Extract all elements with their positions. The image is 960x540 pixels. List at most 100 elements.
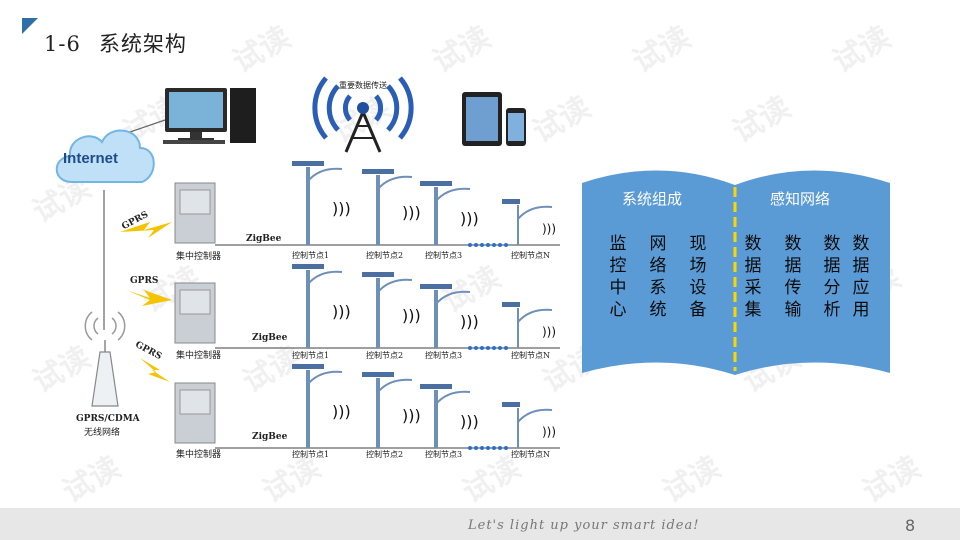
network-label-line2: 无线网络 [84,428,121,438]
solar-panel [292,161,324,166]
book-column: 现场设备 [689,234,707,320]
connection-lines [103,119,560,449]
internet-cloud-icon [55,129,155,183]
light-arm [435,290,471,305]
gprs-signal-icons [120,222,172,382]
watermark-text: 试读 [827,19,897,81]
node-label: 控制节点2 [366,351,404,360]
book-column: 网络系统 [649,234,667,320]
ellipsis-dot [468,346,472,350]
gprs-label-2: GPRS [130,276,159,286]
book-right-header: 感知网络 [770,190,831,208]
signal-wave-icon: ))) [460,412,479,431]
ellipsis-dot [474,446,478,450]
footer-bar [0,508,960,540]
signal-wave-icon: ))) [402,306,421,325]
signal-wave-icon: ))) [402,406,421,425]
section-number: 1-6 [44,32,81,56]
ellipsis-dot [504,446,508,450]
signal-wave-icon: ))) [542,425,556,439]
ellipsis-dot [504,243,508,247]
ellipsis-dot [498,446,502,450]
network-label-line1: GPRS/CDMA [76,414,140,424]
computer-icon [163,88,256,144]
book-column: 数据分析 [823,234,841,320]
node-label: 控制节点3 [425,351,463,360]
ellipsis-dot [468,243,472,247]
light-arm [307,270,343,285]
ellipsis-dot [486,446,490,450]
network-station-icon [84,311,126,407]
solar-panel [502,199,520,204]
light-arm [307,167,343,182]
internet-label: Internet [63,150,119,167]
controller-boxes [174,182,216,444]
zigbee-label-2: ZigBee [252,333,288,343]
watermark-text: 试读 [657,449,727,511]
signal-wave-icon: ))) [460,209,479,228]
ellipsis-dot [486,243,490,247]
ellipsis-dot [498,346,502,350]
solar-panel [362,169,394,174]
zigbee-label-3: ZigBee [252,432,288,442]
title-marker [22,18,38,34]
solar-panel [502,402,520,407]
ellipsis-dot [492,346,496,350]
zigbee-label-1: ZigBee [246,234,282,244]
solar-panel [292,264,324,269]
book-shape [582,170,890,375]
solar-panel [292,364,324,369]
ellipsis-dot [480,243,484,247]
light-arm [517,205,553,220]
signal-wave-icon: ))) [332,302,351,321]
signal-wave-icon: ))) [460,312,479,331]
solar-panel [362,372,394,377]
light-arm [517,408,553,423]
light-arm [307,370,343,385]
node-label: 控制节点3 [425,251,463,260]
book-column: 数据采集 [744,234,762,320]
solar-panel [420,384,452,389]
light-arm [517,308,553,323]
system-book-graphic: 系统组成 感知网络 监控中心 网络系统 现场设备 数据采集 数据传输 数据分析 … [580,163,892,378]
ellipsis-dot [486,346,490,350]
node-label: 控制节点1 [292,251,330,260]
solar-panel [362,272,394,277]
signal-wave-icon: ))) [332,199,351,218]
node-label: 控制节点2 [366,450,404,459]
node-label: 控制节点N [511,251,550,260]
light-arm [377,175,413,190]
mobile-devices-icon [462,92,526,146]
ellipsis-dot [504,346,508,350]
solar-panel [420,284,452,289]
controller-label-1: 集中控制器 [176,252,222,262]
wireless-transfer-label: 重要数据传送 [339,81,387,90]
ellipsis-dot [492,243,496,247]
book-left-header: 系统组成 [622,190,683,208]
controller-label-2: 集中控制器 [176,351,222,361]
node-label: 控制节点1 [292,351,330,360]
signal-wave-icon: ))) [402,203,421,222]
watermark-text: 试读 [857,449,927,511]
ellipsis-dot [492,446,496,450]
wireless-tower-icon [312,76,414,153]
light-arm [435,187,471,202]
solar-panel [420,181,452,186]
book-column: 数据应用 [852,234,870,320]
node-label: 控制节点1 [292,450,330,459]
ellipsis-dot [474,346,478,350]
signal-wave-icon: ))) [542,325,556,339]
ellipsis-dot [480,446,484,450]
page-number: 8 [905,516,916,535]
ellipsis-dot [480,346,484,350]
book-column: 数据传输 [784,234,802,320]
light-arm [377,278,413,293]
light-arm [435,390,471,405]
system-diagram: )))))))))))))))))))))))))))))))))))) [55,76,560,450]
signal-wave-icon: ))) [332,402,351,421]
street-light-nodes: )))))))))))))))))))))))))))))))))))) [292,161,556,450]
signal-wave-icon: ))) [542,222,556,236]
light-arm [377,378,413,393]
watermark-text: 试读 [627,19,697,81]
ellipsis-dot [498,243,502,247]
